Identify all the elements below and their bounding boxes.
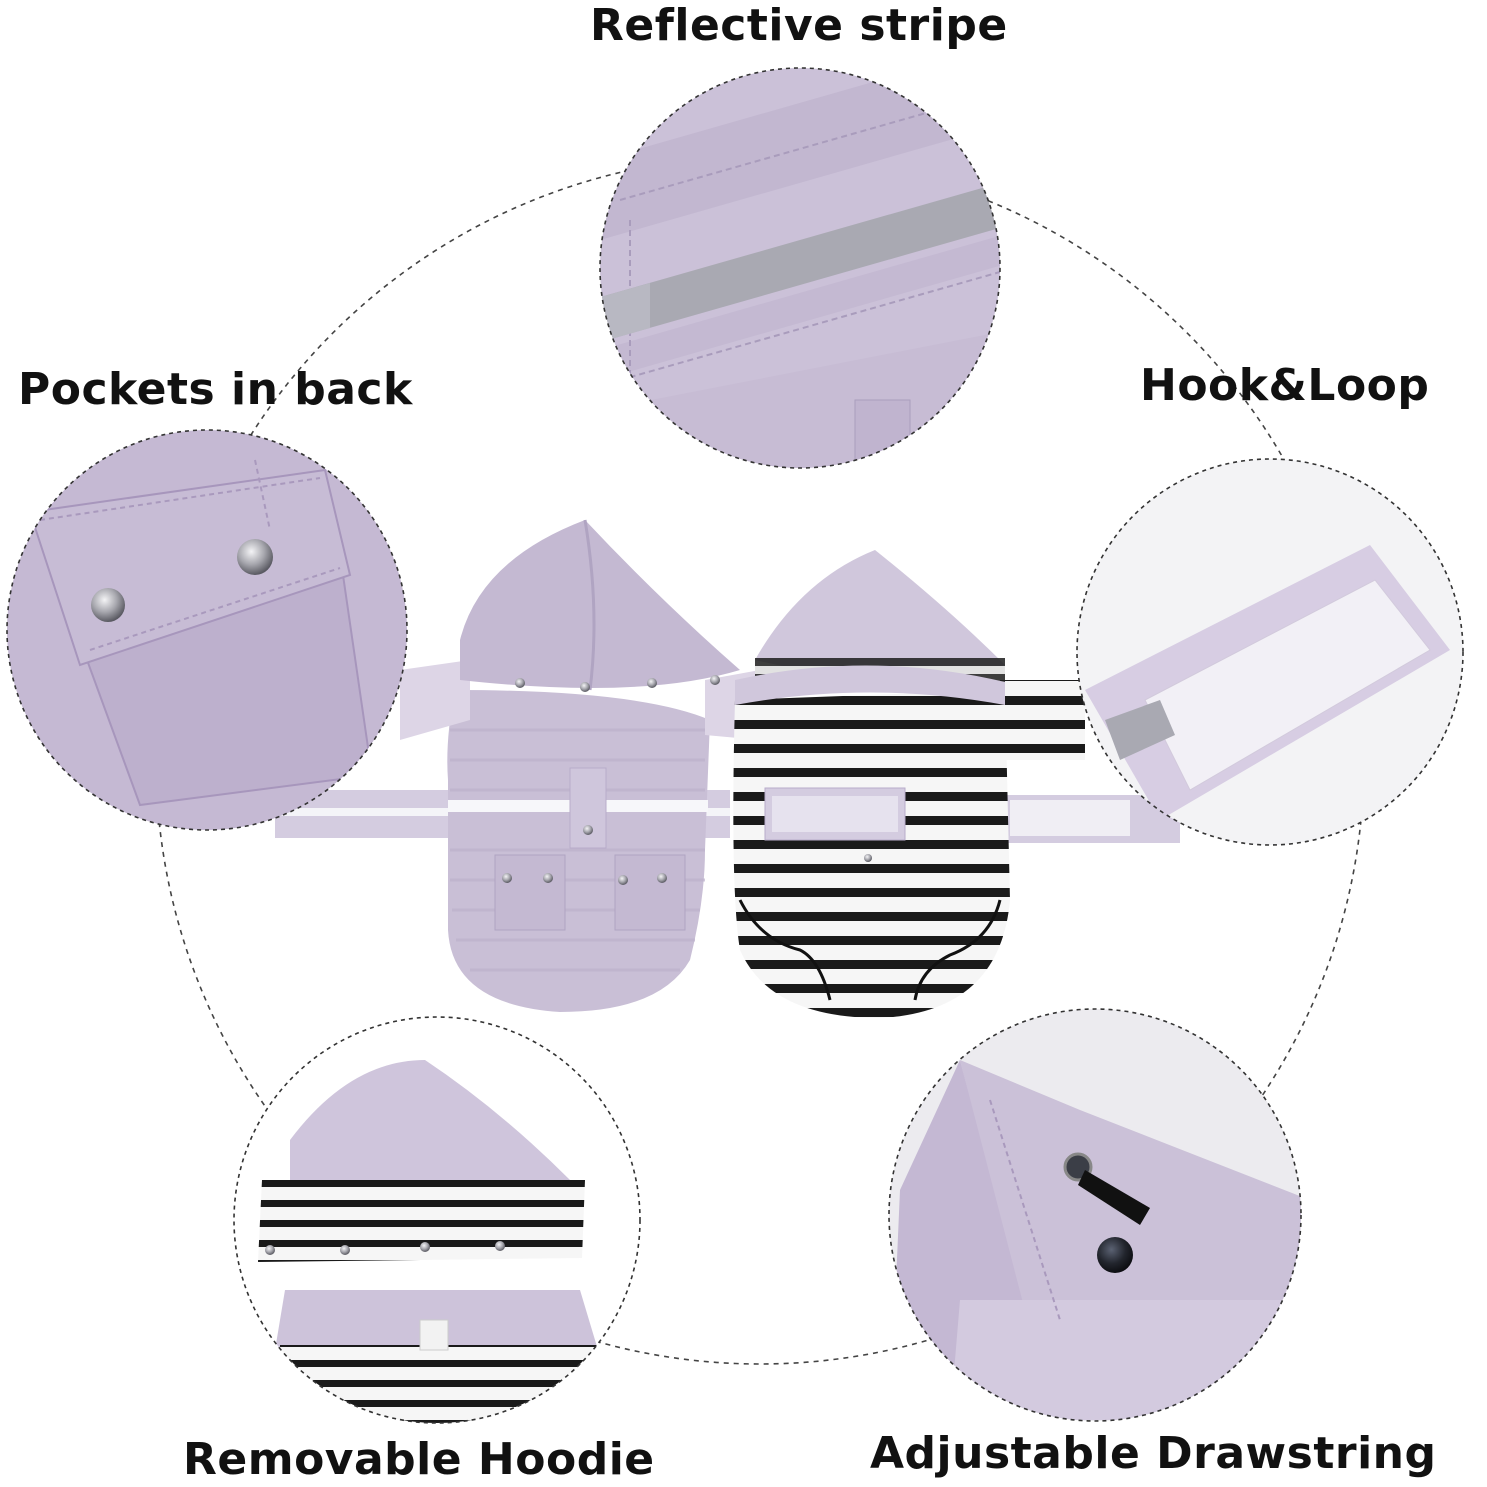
label-removable-hoodie: Removable Hoodie: [183, 1434, 655, 1485]
removable-hoodie-circle: [233, 1016, 641, 1424]
label-reflective-stripe: Reflective stripe: [590, 0, 1008, 51]
hook-and-loop-detail-photo: [1077, 459, 1463, 845]
adjustable-drawstring-detail-photo: [889, 1009, 1301, 1421]
right-coat-hood: [755, 550, 1005, 677]
label-adjustable-drawstring: Adjustable Drawstring: [870, 1428, 1437, 1479]
snap-button-icon: [1097, 1237, 1133, 1273]
removable-hoodie-detail-photo: [234, 1017, 640, 1423]
reflective-stripe-circle: [599, 67, 1001, 469]
snap-button-icon: [237, 539, 273, 575]
raincoat-product-photo: [275, 519, 1180, 1018]
hood-lining: [258, 1180, 585, 1262]
hood-shell: [290, 1060, 570, 1185]
cord-lock-icon: [1078, 1170, 1150, 1225]
hook-loop-circle: [1076, 458, 1464, 846]
label-pockets-in-back: Pockets in back: [18, 364, 413, 415]
reflective-stripe-band: [600, 180, 1000, 345]
right-coat-lining: [733, 690, 1010, 1018]
label-hook-and-loop: Hook&Loop: [1140, 360, 1430, 411]
left-coat-hood: [460, 520, 740, 688]
adjustable-drawstring-circle: [888, 1008, 1302, 1422]
snap-button-icon: [91, 588, 125, 622]
pocket-detail-photo: [7, 430, 407, 830]
pockets-circle: [6, 429, 408, 831]
reflective-stripe-detail-photo: [600, 68, 1000, 468]
